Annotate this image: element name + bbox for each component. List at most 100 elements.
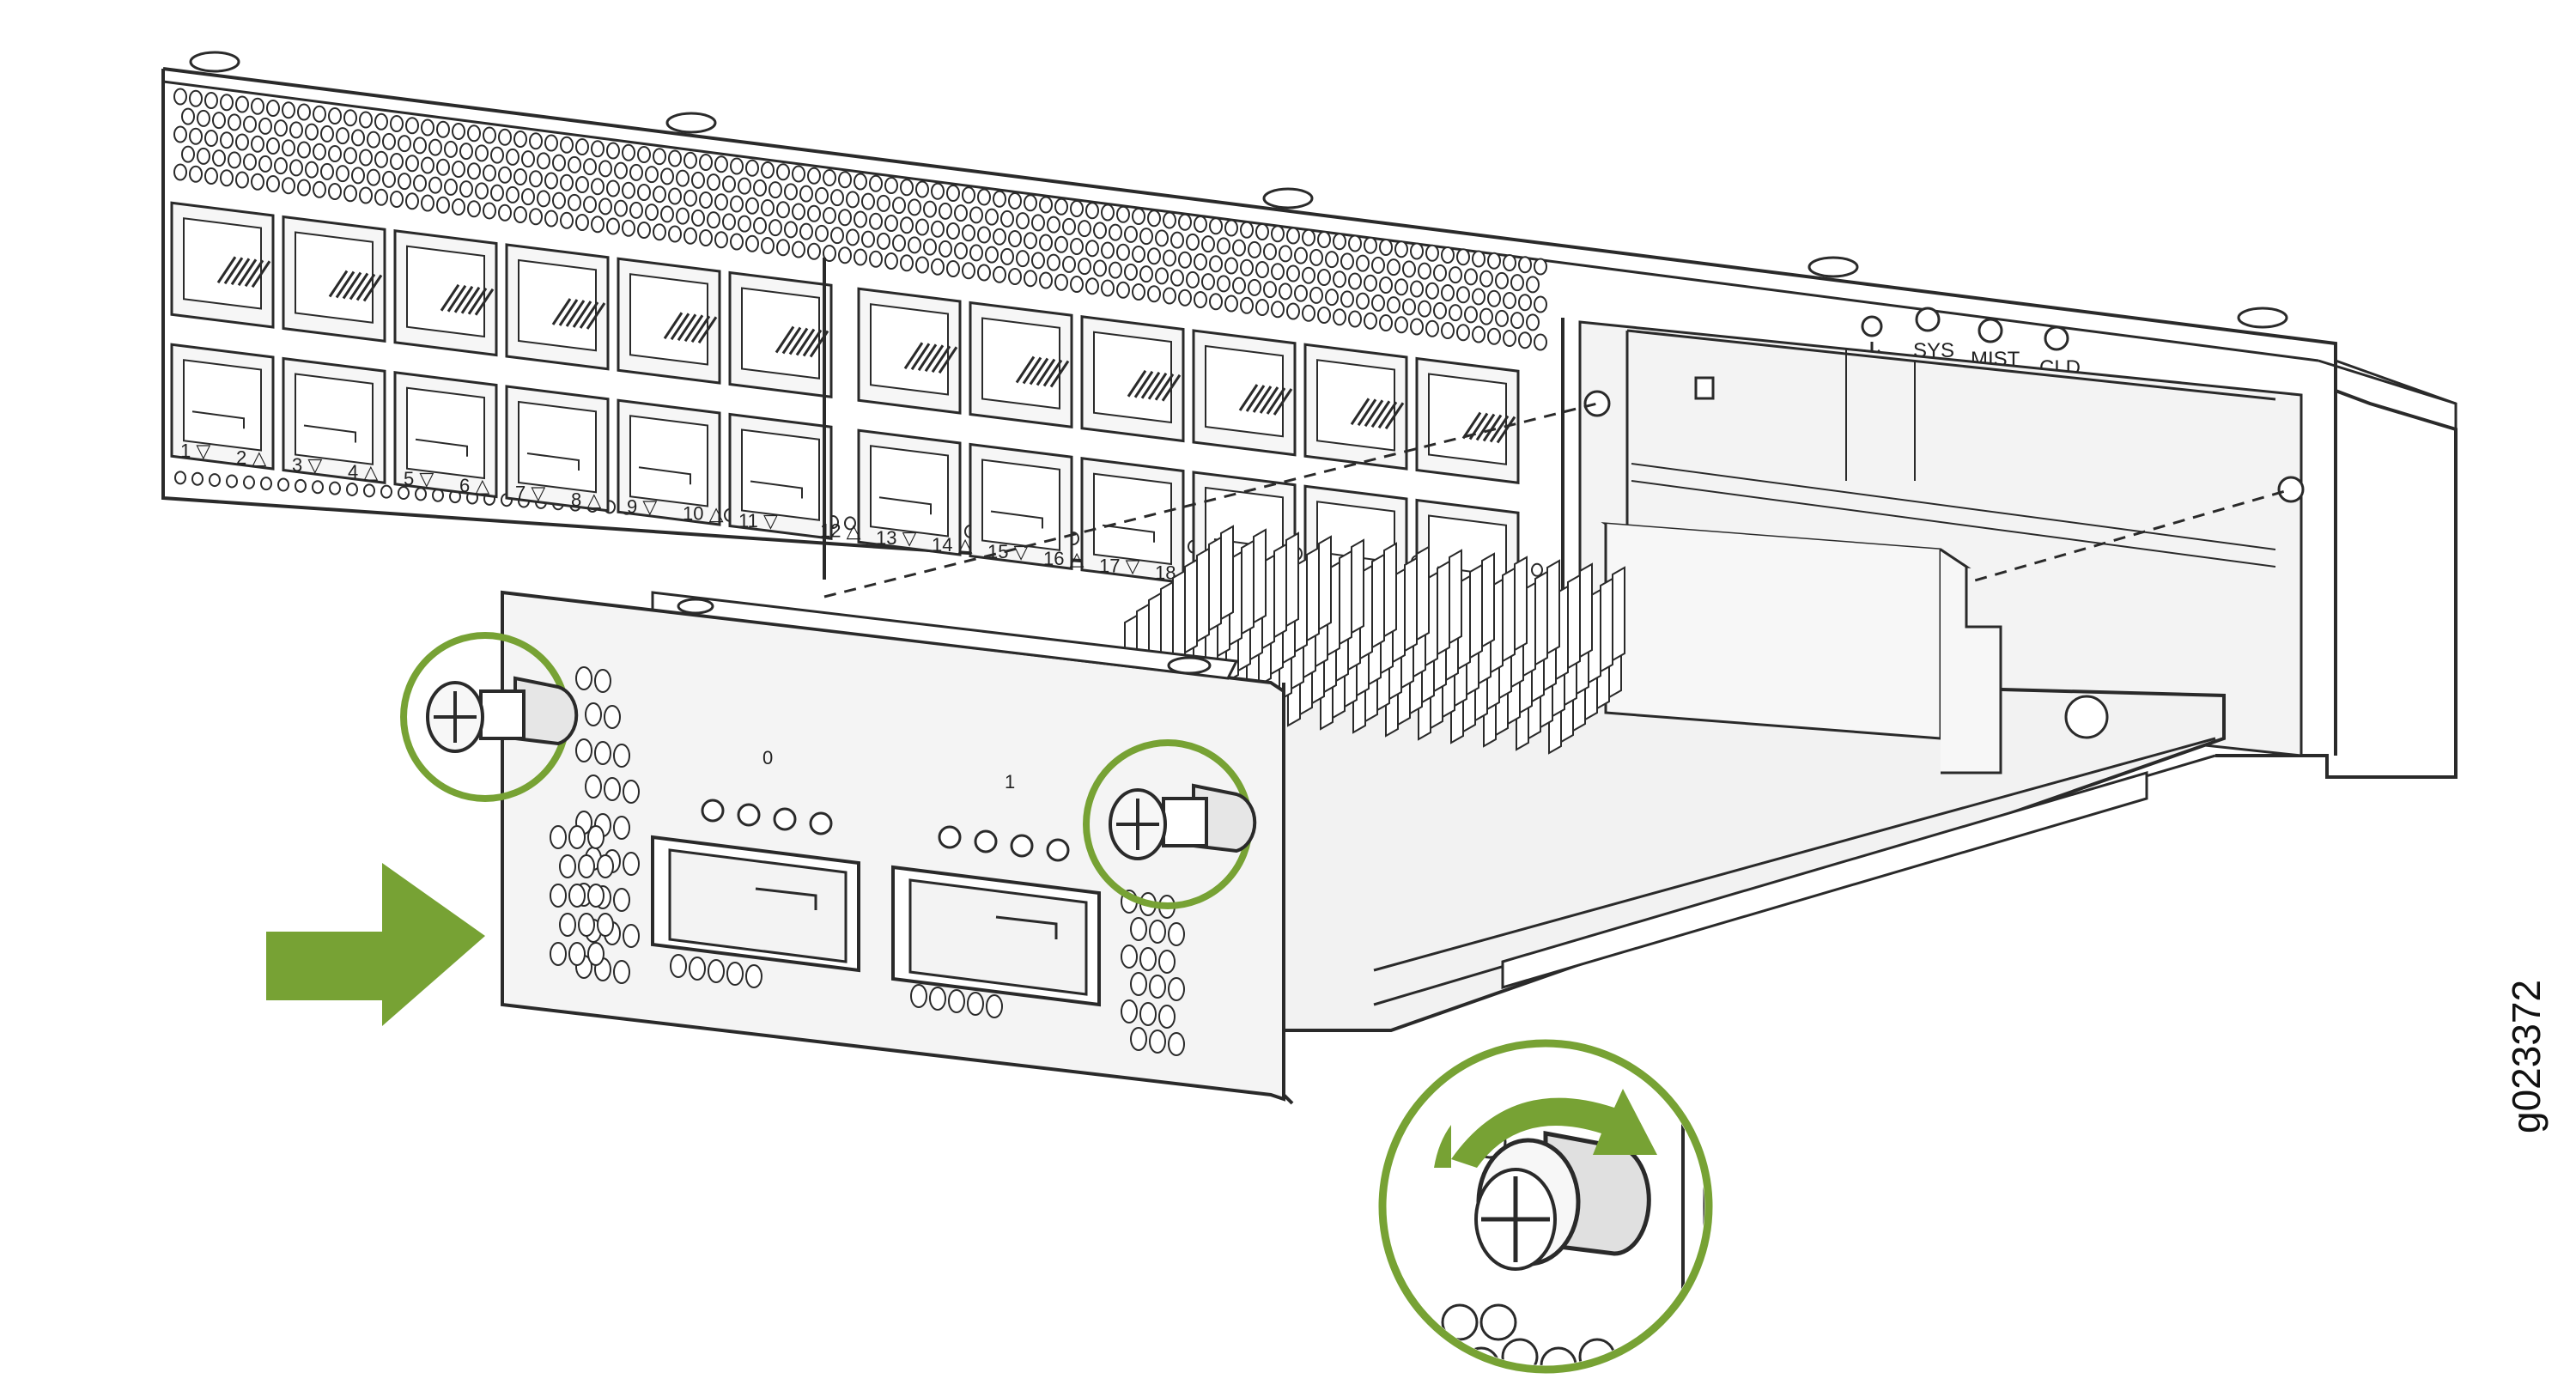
vent-hole <box>498 166 512 184</box>
vent-hole <box>189 89 203 107</box>
vent-hole <box>900 254 914 272</box>
heat-sink-fin <box>1567 574 1581 670</box>
vent-hole <box>459 143 473 161</box>
vent-hole <box>336 127 349 145</box>
vent-hole <box>1116 281 1130 299</box>
vent-hole <box>931 220 945 238</box>
vent-hole <box>1302 266 1315 284</box>
vent-hole <box>1271 301 1285 319</box>
vent-hole <box>1371 256 1385 274</box>
qsfp-port-1: 1 <box>891 771 1101 1007</box>
vent-hole <box>1101 241 1115 259</box>
vent-hole <box>173 163 187 181</box>
vent-hole <box>282 101 295 119</box>
vent-hole <box>1526 276 1540 294</box>
vent-hole <box>390 153 404 170</box>
vent-hole <box>792 240 805 258</box>
port-number-label: 17 ▽ <box>1099 555 1140 576</box>
vent-hole <box>908 236 921 254</box>
sfp-cage-opening <box>518 400 597 494</box>
vent-hole <box>544 134 558 152</box>
heat-sink-fin <box>1241 539 1255 635</box>
vent-hole <box>452 198 465 216</box>
vent-hole <box>1286 302 1300 320</box>
vent-hole <box>869 174 883 192</box>
vent-hole <box>1085 202 1099 220</box>
vent-hole <box>761 161 775 179</box>
sfp-cage-opening <box>1428 373 1507 465</box>
vent-hole <box>714 193 728 211</box>
vent-hole <box>1425 282 1439 300</box>
faceplate-vent-hole <box>1130 917 1147 941</box>
faceplate-vent-hole <box>1139 947 1157 971</box>
vent-hole <box>598 160 612 178</box>
vent-hole <box>660 205 674 223</box>
vent-hole <box>915 180 929 198</box>
vent-hole <box>1340 290 1354 308</box>
vent-hole <box>606 179 620 197</box>
vent-hole <box>908 198 921 216</box>
vent-hole <box>823 245 836 262</box>
vent-hole <box>1248 278 1261 296</box>
vent-hole <box>1255 299 1269 316</box>
vent-hole <box>884 215 898 232</box>
vent-hole <box>1178 289 1192 307</box>
vent-hole <box>691 171 705 189</box>
chassis-mounting-screws <box>189 51 2288 329</box>
vent-hole <box>606 217 620 235</box>
faceplate-vent-hole <box>623 924 640 948</box>
vent-hole <box>1054 273 1068 291</box>
vent-hole <box>761 237 775 254</box>
heat-sink-fin <box>1172 569 1186 665</box>
faceplate-vent-hole <box>670 954 687 978</box>
vent-hole <box>1124 225 1138 243</box>
vent-hole <box>1503 254 1516 271</box>
port-number-label: 5 ▽ <box>404 468 434 489</box>
vent-hole <box>1449 266 1462 284</box>
sfp-cage-opening <box>183 217 262 310</box>
vent-hole <box>738 177 751 195</box>
vent-hole <box>1240 221 1254 239</box>
vent-hole <box>421 194 434 212</box>
vent-hole <box>1170 269 1184 287</box>
vent-hole <box>374 112 388 131</box>
vent-hole <box>359 149 373 167</box>
faceplate-vent-hole <box>745 964 762 988</box>
vent-hole <box>1201 235 1215 253</box>
vent-hole <box>1070 200 1084 217</box>
vent-hole <box>413 137 427 155</box>
vent-hole <box>830 227 844 245</box>
vent-hole <box>1348 310 1362 328</box>
vent-hole <box>297 103 311 121</box>
vent-hole <box>312 480 324 495</box>
faceplate-vent-hole <box>587 884 605 908</box>
vent-hole <box>815 224 829 242</box>
vent-hole <box>251 97 264 115</box>
heat-sink-fin <box>1318 535 1332 631</box>
port-number-label: 10 △ <box>683 503 724 525</box>
vent-hole <box>1109 261 1122 279</box>
vent-hole <box>421 156 434 174</box>
vent-hole <box>274 119 288 137</box>
vent-hole <box>1333 233 1346 251</box>
vent-hole <box>1070 276 1084 293</box>
vent-hole <box>1163 211 1176 229</box>
vent-hole <box>900 179 914 197</box>
vent-hole <box>1047 216 1060 234</box>
vent-hole <box>1487 327 1501 345</box>
vent-hole <box>228 113 241 131</box>
faceplate-vent-hole <box>623 852 640 876</box>
vent-hole <box>305 161 319 179</box>
vent-hole <box>1116 205 1130 223</box>
faceplate-vent-hole <box>1130 1027 1147 1051</box>
vent-hole <box>343 185 357 203</box>
vent-hole <box>1093 222 1107 240</box>
faceplate-vent-hole <box>1168 1032 1185 1056</box>
vent-hole <box>583 158 597 176</box>
faceplate-vent-hole <box>613 816 630 840</box>
vent-hole <box>861 230 875 248</box>
port-number-label: 4 △ <box>348 461 378 483</box>
vent-hole <box>915 218 929 236</box>
vent-hole <box>1317 231 1331 248</box>
